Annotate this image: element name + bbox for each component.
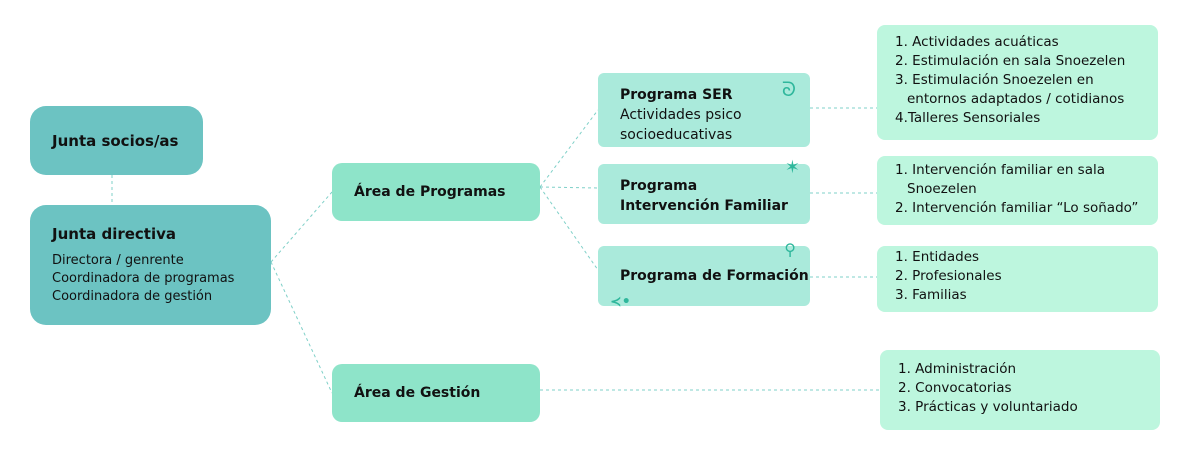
programa-familiar-title: Programa <box>620 178 698 194</box>
junta-directiva-title: Junta directiva <box>52 225 177 243</box>
programa-familiar-node: Programa Intervención Familiar ✶ <box>598 158 810 224</box>
junta-socios-label: Junta socios/as <box>52 131 179 150</box>
list-item: 2. Profesionales <box>895 268 1002 284</box>
list-item: 1. Entidades <box>895 249 980 265</box>
role: Coordinadora de gestión <box>52 289 213 304</box>
programa-ser-subtitle: Actividades psico <box>620 107 742 123</box>
role: Coordinadora de programas <box>52 271 235 286</box>
programa-formacion-title: Programa de Formación <box>620 268 809 284</box>
list-formacion: 1. Entidades 2. Profesionales 3. Familia… <box>877 246 1158 312</box>
programa-familiar-title: Intervención Familiar <box>620 198 788 214</box>
list-item: 2. Intervención familiar “Lo soñado” <box>895 200 1139 216</box>
list-gestion: 1. Administración 2. Convocatorias 3. Pr… <box>880 350 1160 430</box>
list-item: 1. Actividades acuáticas <box>895 34 1059 50</box>
list-item: 3. Familias <box>895 287 967 303</box>
list-familiar: 1. Intervención familiar en sala Snoezel… <box>877 156 1158 225</box>
area-gestion-node: Área de Gestión <box>332 364 540 422</box>
list-item: 4.Talleres Sensoriales <box>895 110 1041 126</box>
list-item: 1. Intervención familiar en sala Snoezel… <box>895 162 1106 197</box>
figure-icon: ᘐ <box>781 77 796 101</box>
programa-ser-title: Programa SER <box>620 87 733 103</box>
list-item: 1. Administración <box>898 361 1017 377</box>
list-ser: 1. Actividades acuáticas 2. Estimulación… <box>877 25 1158 140</box>
list-item: 2. Convocatorias <box>898 380 1012 396</box>
programa-formacion-node: Programa de Formación ⚲ ≺• <box>598 240 810 310</box>
list-item: 3. Prácticas y voluntariado <box>898 399 1078 415</box>
role: Directora / genrente <box>52 253 184 268</box>
area-programas-label: Área de Programas <box>354 184 506 200</box>
junta-socios-node: Junta socios/as <box>30 106 203 175</box>
junta-directiva-node: Junta directiva Directora / genrente Coo… <box>30 205 271 325</box>
list-item: 3. Estimulación Snoezelen en entornos ad… <box>895 72 1125 107</box>
figure-icon: ⚲ <box>784 240 796 259</box>
figure-icon: ≺• <box>610 294 631 310</box>
figure-icon: ✶ <box>784 157 800 178</box>
list-item: 2. Estimulación en sala Snoezelen <box>895 53 1126 69</box>
programa-ser-subtitle: socioeducativas <box>620 127 733 143</box>
area-programas-node: Área de Programas <box>332 163 540 221</box>
programa-ser-node: Programa SER Actividades psico socioeduc… <box>598 73 810 147</box>
area-gestion-label: Área de Gestión <box>354 385 481 401</box>
